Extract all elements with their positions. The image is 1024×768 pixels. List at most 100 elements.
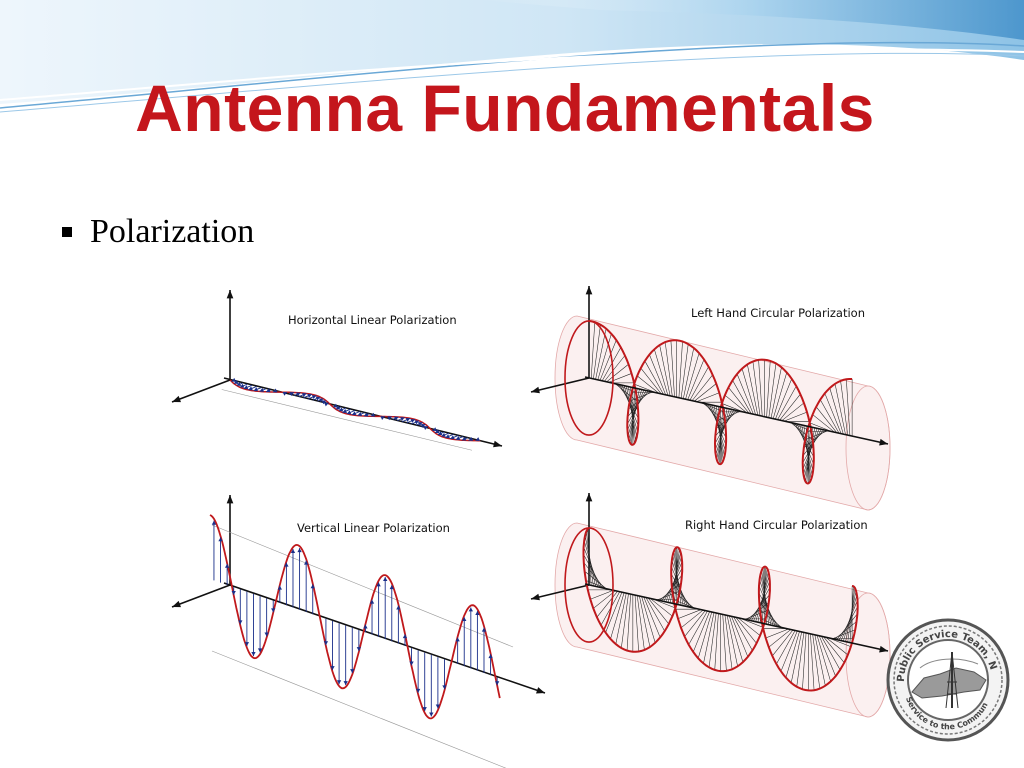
seal-logo: Public Service Team, NHPD Service to the… — [882, 612, 1010, 742]
side-axis-head — [531, 593, 540, 601]
field-vector — [636, 595, 645, 650]
field-vector-head — [338, 407, 344, 412]
field-vector — [647, 597, 669, 625]
field-vector — [590, 322, 596, 379]
field-vector — [606, 364, 629, 383]
field-vector-head — [455, 436, 461, 441]
field-vector — [770, 367, 782, 419]
field-vector-head — [422, 707, 427, 712]
field-vector-head — [253, 387, 259, 392]
field-vector — [812, 414, 835, 433]
field-vector — [724, 395, 748, 414]
field-vector — [772, 372, 788, 419]
field-vector-head — [272, 388, 278, 393]
field-vector-head — [243, 385, 249, 390]
field-vector — [823, 636, 845, 663]
field-vector-head — [323, 641, 329, 646]
field-vector — [615, 593, 627, 645]
field-vector — [780, 630, 798, 672]
field-vector-head — [462, 617, 467, 622]
field-vector — [714, 409, 734, 444]
field-vector — [629, 391, 653, 402]
field-vector — [659, 345, 671, 396]
vertical-wave — [209, 514, 501, 720]
bullet-text: Polarization — [90, 213, 255, 250]
field-vector — [732, 380, 752, 414]
field-vector-head — [271, 608, 276, 613]
field-vector-head — [238, 620, 243, 625]
field-vector — [696, 392, 720, 402]
field-vector — [785, 631, 800, 678]
field-vector-head — [418, 422, 423, 426]
field-vector — [671, 566, 688, 607]
field-vector-head — [321, 400, 327, 405]
field-vector-head — [311, 395, 317, 400]
vertical-axis-head — [226, 290, 234, 299]
field-vector — [825, 637, 848, 656]
side-axis-head — [531, 386, 540, 394]
field-vector — [759, 579, 774, 626]
field-vector — [722, 614, 727, 671]
field-vector — [784, 411, 808, 422]
polarization-figure: Horizontal Linear Polarization Left Hand… — [170, 286, 896, 768]
field-vector — [688, 611, 708, 645]
field-vector-head — [402, 634, 408, 639]
field-vector-head — [233, 380, 239, 384]
field-vector-head — [310, 584, 315, 589]
field-vector-head — [435, 704, 441, 709]
field-vector — [670, 340, 675, 397]
field-vector — [776, 630, 796, 665]
vertical-axis-head — [585, 493, 593, 502]
envelope-bottom — [211, 650, 507, 768]
field-vector — [640, 367, 662, 395]
field-vector — [644, 360, 664, 395]
field-vector — [715, 406, 724, 461]
field-vector — [704, 403, 727, 430]
field-vector — [768, 629, 791, 648]
field-vector-head — [324, 402, 329, 407]
field-vector-head — [475, 437, 480, 442]
field-vector-head — [410, 418, 415, 423]
field-vector-head — [475, 611, 480, 616]
field-vector — [617, 384, 639, 411]
panel-label: Right Hand Circular Polarization — [685, 518, 868, 532]
field-vector — [664, 342, 673, 397]
field-vector — [758, 359, 763, 417]
field-vector-head — [330, 666, 335, 671]
field-vector — [790, 631, 802, 683]
envelope-line — [221, 389, 473, 451]
field-vector — [759, 609, 783, 628]
field-vector — [824, 393, 842, 434]
field-vector — [643, 596, 661, 638]
field-vector — [621, 593, 629, 648]
field-vector-head — [315, 396, 321, 401]
field-vector — [693, 611, 710, 653]
field-vector-head — [266, 388, 271, 393]
field-vector — [766, 360, 771, 418]
field-vector-head — [218, 537, 223, 542]
field-vector-head — [356, 647, 362, 652]
field-vector-head — [333, 403, 338, 408]
field-vector-head — [211, 520, 217, 525]
field-vector — [775, 378, 792, 420]
field-vector-head — [468, 607, 473, 612]
field-vector-head — [231, 590, 236, 595]
field-vector — [816, 635, 831, 682]
field-vector-head — [289, 392, 295, 396]
field-vector — [687, 359, 705, 400]
field-vector-head — [251, 652, 256, 656]
field-vector — [597, 333, 612, 381]
field-vector — [845, 590, 857, 642]
field-vector-head — [304, 560, 309, 565]
field-vector — [728, 387, 750, 414]
field-vector-head — [239, 383, 245, 388]
field-vector-head — [350, 669, 355, 674]
field-vector — [650, 598, 673, 617]
side-axis — [530, 584, 590, 600]
field-vector — [752, 361, 761, 416]
right-circular-diagram — [530, 493, 891, 718]
panel-label: Horizontal Linear Polarization — [288, 313, 457, 327]
field-vector — [735, 617, 757, 644]
panel-label: Left Hand Circular Polarization — [691, 306, 866, 320]
